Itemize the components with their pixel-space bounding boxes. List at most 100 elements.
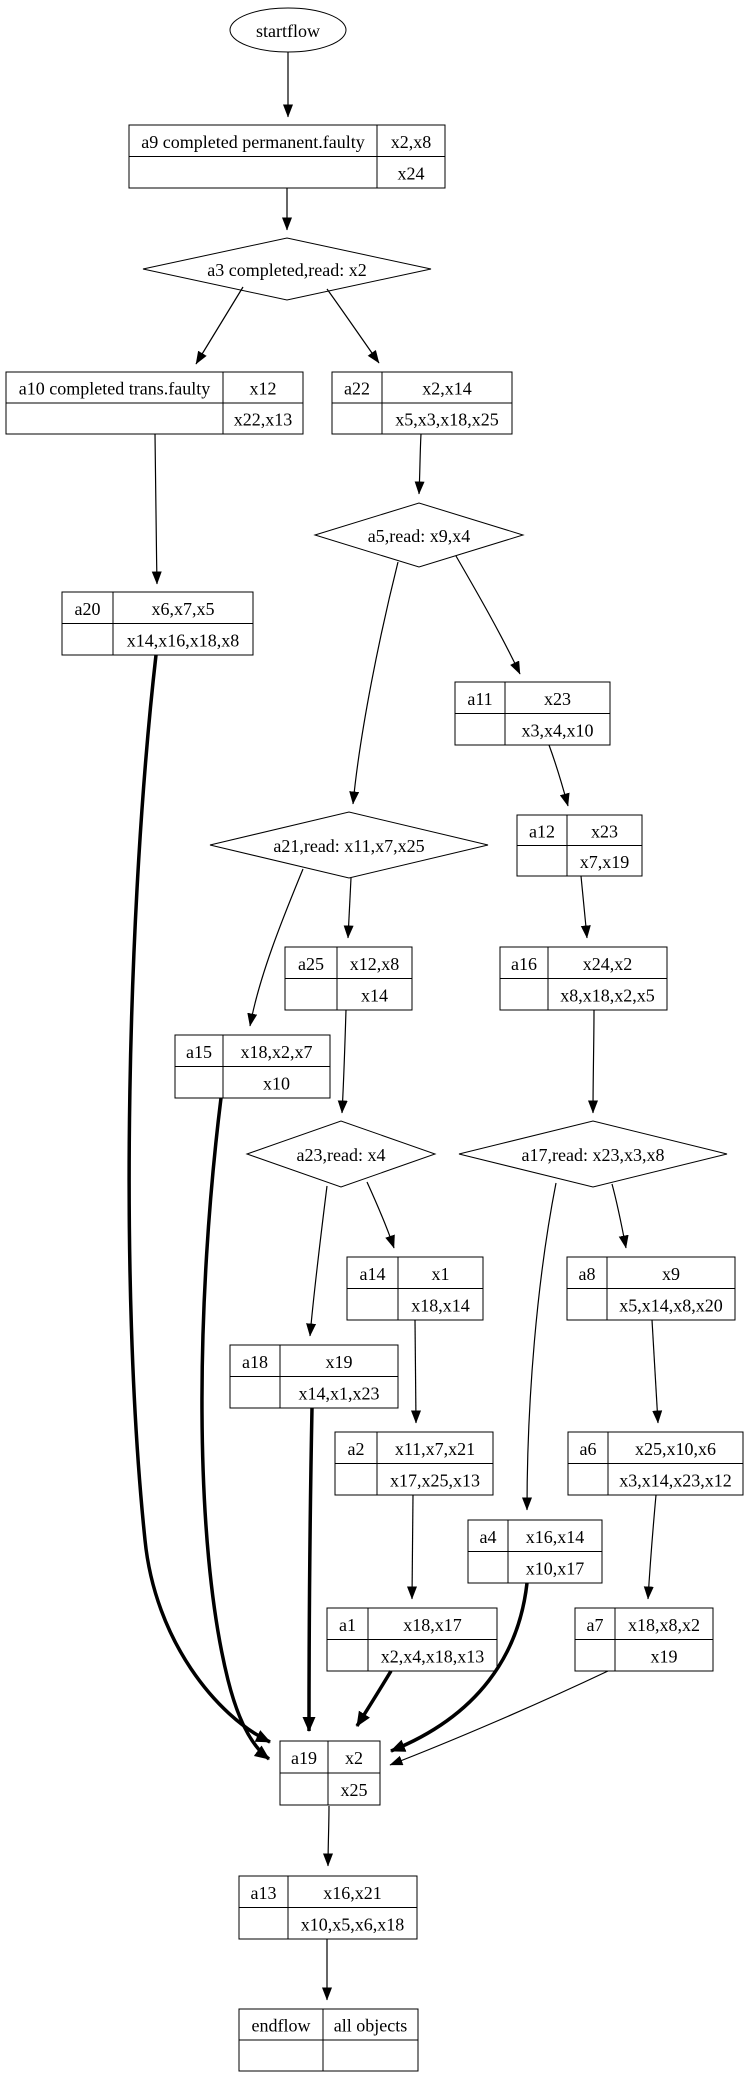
node-a12-top-cell: x23 <box>591 821 618 841</box>
node-a6-bottom-cell: x3,x14,x23,x12 <box>619 1470 732 1490</box>
node-a20-top-cell: x6,x7,x5 <box>152 599 215 619</box>
node-a15-name: a15 <box>186 1042 212 1062</box>
node-a5: a5,read: x9,x4 <box>313 502 525 568</box>
edge-a10-a20 <box>151 433 162 585</box>
node-a4-bottom-cell: x10,x17 <box>526 1558 585 1578</box>
node-a8-bottom-cell: x5,x14,x8,x20 <box>619 1295 723 1315</box>
node-a9-bottom-cell: x24 <box>398 163 425 183</box>
edge-a11-a12 <box>548 744 570 807</box>
node-a3-label: a3 completed,read: x2 <box>207 260 366 280</box>
diamond-a17 <box>458 1120 728 1188</box>
node-a22-bottom-cell: x5,x3,x18,x25 <box>395 410 499 430</box>
edge-a3-a22 <box>326 288 380 364</box>
ellipse-startflow <box>229 7 347 53</box>
node-a21-label: a21,read: x11,x7,x25 <box>273 836 424 856</box>
node-a19-name: a19 <box>291 1748 317 1768</box>
node-a13-bottom-cell: x10,x5,x6,x18 <box>301 1914 405 1934</box>
node-a17-label: a17,read: x23,x3,x8 <box>522 1145 665 1165</box>
node-a4: a4 x16,x14 x10,x17 <box>467 1519 603 1584</box>
edge-a4-a19 <box>390 1582 529 1753</box>
edge-a17-a4 <box>522 1182 557 1511</box>
node-a10-top-cell: x12 <box>250 379 277 399</box>
edge-a5-a11 <box>455 555 521 675</box>
node-a17: a17,read: x23,x3,x8 <box>458 1120 728 1188</box>
node-a9-name: a9 completed permanent.faulty <box>141 132 364 152</box>
node-a22-top-cell: x2,x14 <box>422 379 472 399</box>
node-endflow-top-cell: all objects <box>334 2016 407 2036</box>
edge-a19-a13 <box>323 1805 334 1867</box>
node-a15-top-cell: x18,x2,x7 <box>241 1042 313 1062</box>
diamond-a3 <box>142 237 432 301</box>
node-a12-name: a12 <box>529 821 555 841</box>
node-a15-bottom-cell: x10 <box>263 1073 290 1093</box>
node-a1: a1 x18,x17 x2,x4,x18,x13 <box>326 1607 498 1672</box>
node-a19-bottom-cell: x25 <box>341 1780 368 1800</box>
node-a25-name: a25 <box>298 954 324 974</box>
node-a18-bottom-cell: x14,x1,x23 <box>299 1383 380 1403</box>
diamond-a5 <box>313 502 525 568</box>
node-a15: a15 x18,x2,x7 x10 <box>174 1034 331 1099</box>
edge-a23-a18 <box>306 1185 328 1337</box>
node-a1-top-cell: x18,x17 <box>403 1615 462 1635</box>
node-a2-bottom-cell: x17,x25,x13 <box>390 1470 480 1490</box>
node-a2: a2 x11,x7,x21 x17,x25,x13 <box>334 1431 494 1496</box>
node-a13-name: a13 <box>251 1883 277 1903</box>
node-endflow-name: endflow <box>252 2016 311 2036</box>
node-a4-top-cell: x16,x14 <box>526 1527 585 1547</box>
node-a21: a21,read: x11,x7,x25 <box>209 811 489 879</box>
node-startflow-label: startflow <box>256 21 320 41</box>
edges-layer <box>127 52 663 2001</box>
edge-a18-a19 <box>302 1407 316 1732</box>
node-a1-bottom-cell: x2,x4,x18,x13 <box>381 1646 485 1666</box>
node-a14-name: a14 <box>360 1264 386 1284</box>
node-a4-name: a4 <box>480 1527 497 1547</box>
node-a1-name: a1 <box>339 1615 356 1635</box>
edge-a12-a16 <box>580 875 591 939</box>
node-a10-name: a10 completed trans.faulty <box>19 379 210 399</box>
node-startflow: startflow <box>229 7 347 53</box>
edge-a21-a15 <box>247 868 304 1027</box>
node-a22: a22 x2,x14 x5,x3,x18,x25 <box>331 371 513 435</box>
node-a2-name: a2 <box>348 1439 365 1459</box>
node-a6-name: a6 <box>580 1439 597 1459</box>
node-a25-top-cell: x12,x8 <box>350 954 400 974</box>
edge-a23-a14 <box>366 1181 395 1249</box>
node-a7-name: a7 <box>587 1615 604 1635</box>
edge-a7-a19 <box>389 1670 609 1766</box>
edge-a20-a19 <box>127 654 271 1744</box>
node-a8-top-cell: x9 <box>662 1264 680 1284</box>
node-a16-bottom-cell: x8,x18,x2,x5 <box>560 985 655 1005</box>
node-a22-name: a22 <box>344 379 370 399</box>
node-a14-top-cell: x1 <box>432 1264 450 1284</box>
node-a13: a13 x16,x21 x10,x5,x6,x18 <box>238 1875 418 1940</box>
edge-a16-a17 <box>588 1009 599 1114</box>
node-a20-bottom-cell: x14,x16,x18,x8 <box>127 630 240 650</box>
edge-a14-a2 <box>410 1319 421 1424</box>
node-a14-bottom-cell: x18,x14 <box>411 1295 470 1315</box>
node-a20-name: a20 <box>75 599 101 619</box>
node-a23: a23,read: x4 <box>245 1120 437 1188</box>
node-a13-top-cell: x16,x21 <box>323 1883 382 1903</box>
node-a11-name: a11 <box>467 689 492 709</box>
edge-a15-a19 <box>200 1097 271 1761</box>
node-a8-name: a8 <box>579 1264 596 1284</box>
node-a2-top-cell: x11,x7,x21 <box>395 1439 475 1459</box>
diamond-a21 <box>209 811 489 879</box>
node-a20: a20 x6,x7,x5 x14,x16,x18,x8 <box>61 591 254 656</box>
node-endflow: endflow all objects <box>238 2008 419 2072</box>
edge-a2-a1 <box>407 1494 418 1600</box>
node-a25-bottom-cell: x14 <box>361 985 388 1005</box>
node-a11-bottom-cell: x3,x4,x10 <box>522 720 594 740</box>
edge-a22-a5 <box>414 433 425 495</box>
node-a7-top-cell: x18,x8,x2 <box>628 1615 700 1635</box>
node-a5-label: a5,read: x9,x4 <box>368 526 470 546</box>
